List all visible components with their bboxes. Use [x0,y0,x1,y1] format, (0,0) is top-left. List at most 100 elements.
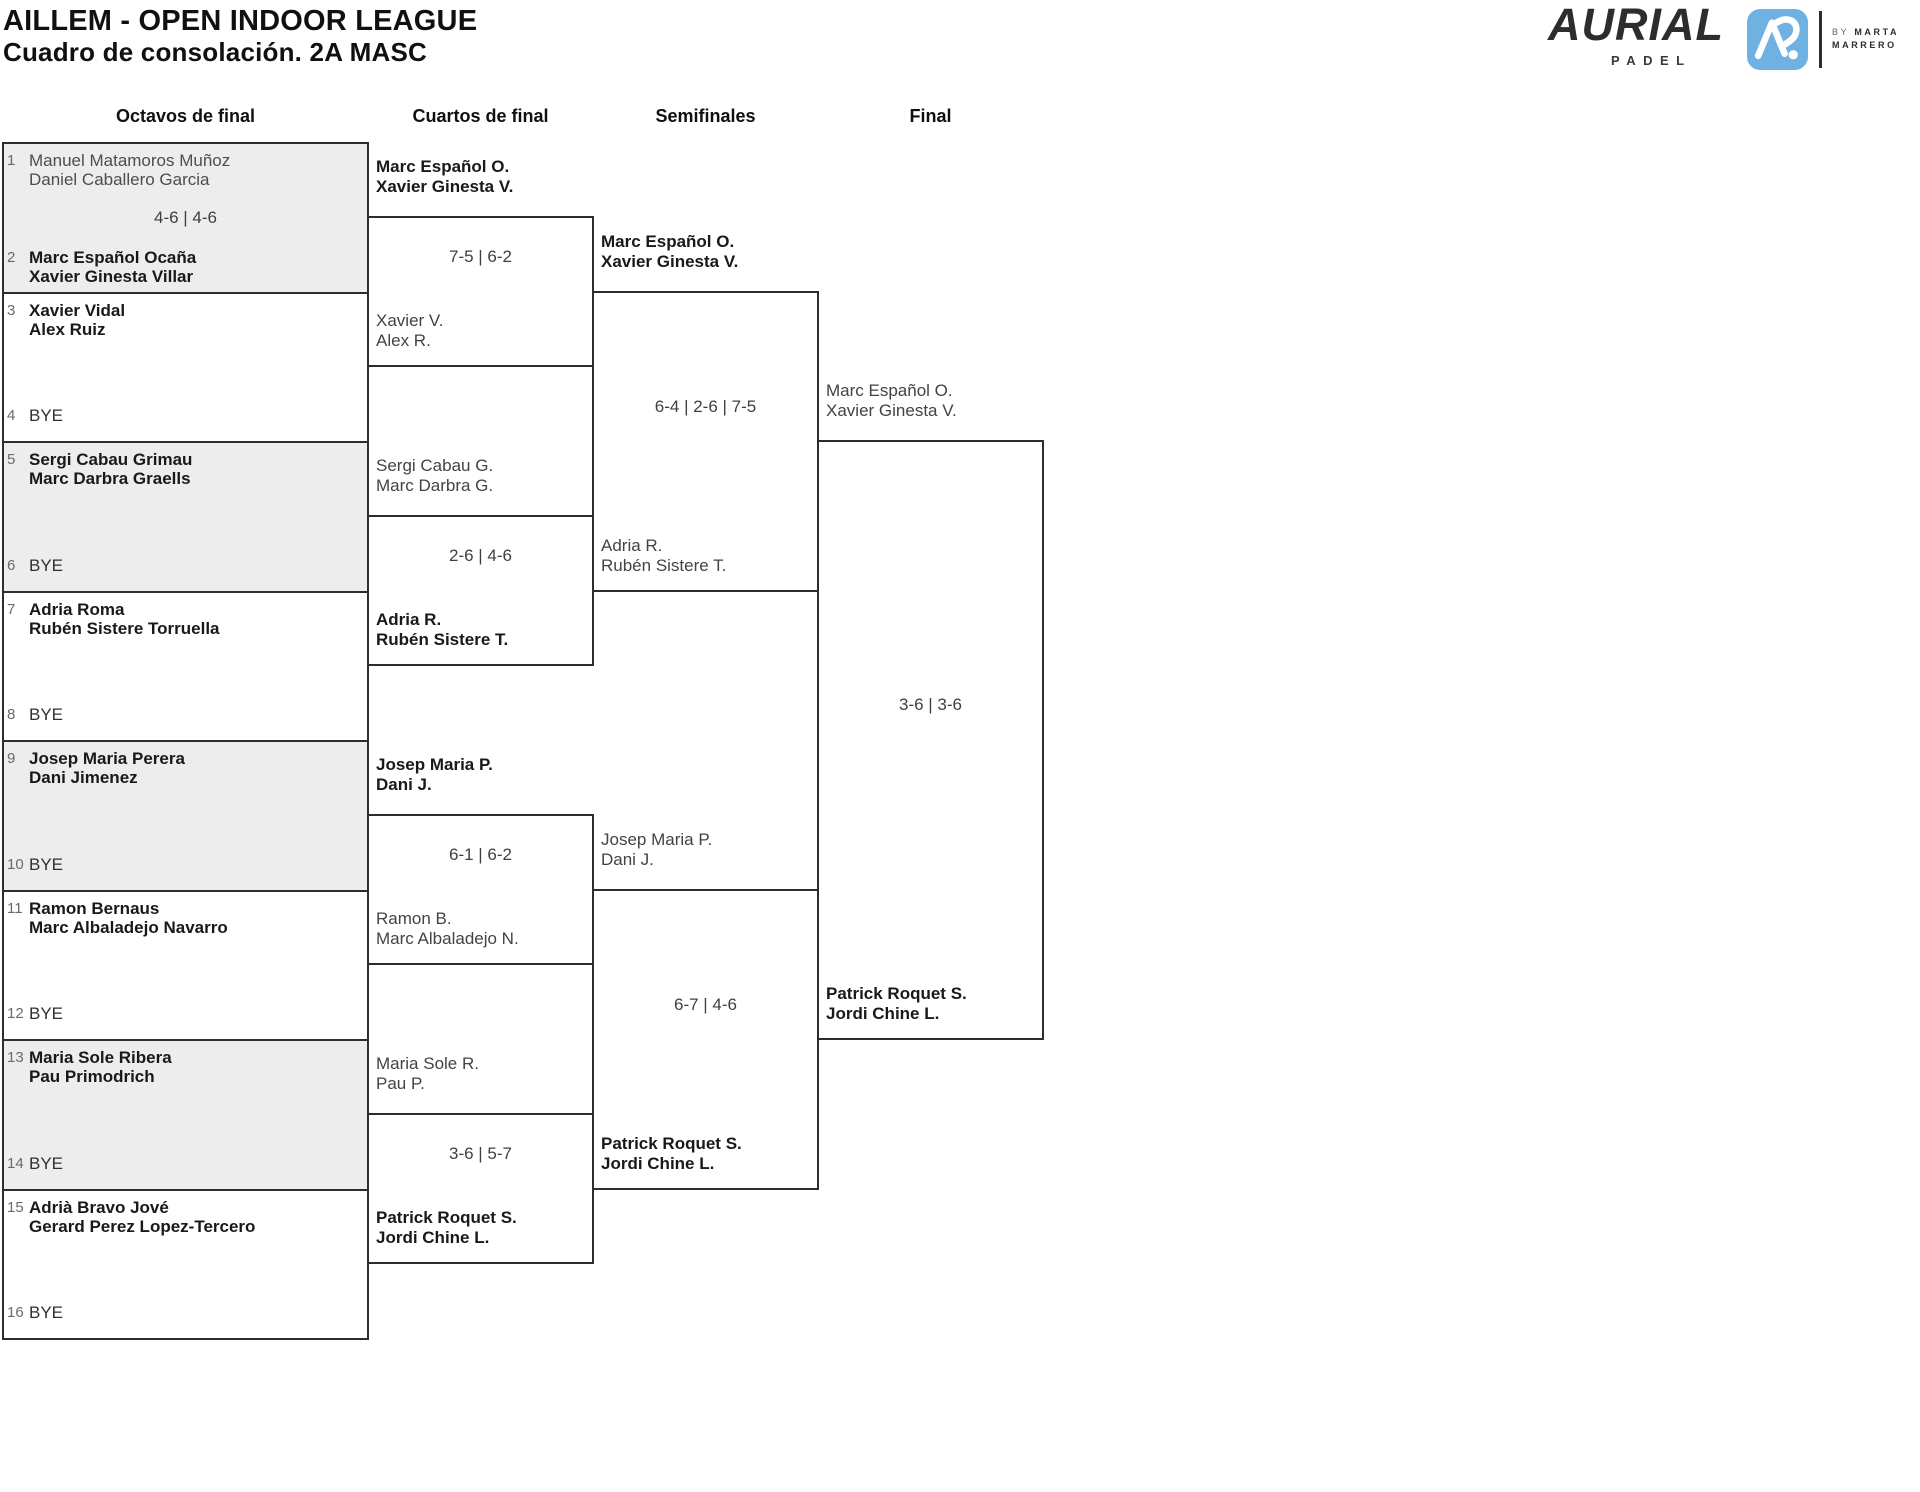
player-name: Jordi Chine L. [826,1004,940,1023]
page-subtitle: Cuadro de consolación. 2A MASC [3,37,427,67]
slot-number: 16 [7,1304,24,1321]
participant-label: Xavier V.Alex R. [376,311,591,351]
player-name: Alex R. [376,331,431,351]
round-header-octavos: Octavos de final [115,106,256,126]
player-name: Marc Darbra G. [376,475,494,495]
player-name: Josep Maria P. [376,754,493,774]
match-score: 7-5 | 6-2 [448,246,512,266]
match-score: 4-6 | 4-6 [153,207,217,227]
slot-number: 15 [7,1198,24,1216]
player-name: Marc Albaladejo N. [376,929,519,949]
match-score: 6-4 | 2-6 | 7-5 [654,396,757,416]
player-name: Ramon Bernaus [29,898,160,918]
player-name: Alex Ruiz [29,319,106,339]
round-header-final: Final [909,106,952,126]
slot-number: 14 [7,1154,24,1172]
player-name: Dani Jimenez [29,768,138,787]
player-name: Xavier Ginesta V. [376,176,514,196]
participant-label: Patrick Roquet S.Jordi Chine L. [601,1134,816,1174]
player-name: Marc Español Ocaña [29,247,197,267]
brand-wordmark-sub: PADEL [1611,53,1692,68]
participant-label: Patrick Roquet S.Jordi Chine L. [826,984,1041,1024]
player-name: BYE [29,406,64,425]
player-name: Rubén Sistere Torruella [29,618,220,638]
player-name: Gerard Perez Lopez-Tercero [29,1216,256,1236]
player-name: BYE [29,705,64,724]
match-score: 3-6 | 3-6 [898,695,962,714]
player-name: BYE [29,1004,64,1023]
player-name: Xavier Ginesta V. [601,251,739,271]
player-name: Sergi Cabau Grimau [29,450,193,469]
player-name: Ramon B. [376,909,452,929]
player-name: Marc Español O. [601,231,735,251]
player-name: Dani J. [376,774,432,794]
player-name: Xavier Ginesta V. [826,401,957,420]
round-header-cuartos: Cuartos de final [412,106,549,126]
player-name: Josep Maria Perera [29,749,185,768]
r16-slot-bye: 4 BYE [4,406,361,425]
participant-label: Adria R.Rubén Sistere T. [601,536,816,576]
slot-number: 2 [7,248,16,266]
player-pair: BYE [29,1004,63,1023]
player-name: BYE [29,555,64,575]
r16-slot-bye: 14 BYE [4,1154,361,1173]
match-box [817,440,1044,1040]
participant-label: Ramon B.Marc Albaladejo N. [376,909,591,949]
slot-number: 8 [7,706,16,723]
r16-slot-bye: 12 BYE [4,1004,361,1023]
player-name: Xavier V. [376,311,444,331]
participant-label: Marc Español O.Xavier Ginesta V. [376,157,591,197]
player-name: Adria R. [376,610,442,630]
match-score: 6-7 | 4-6 [673,994,737,1014]
slot-number: 7 [7,600,16,618]
participant-label: Josep Maria P.Dani J. [376,755,591,795]
participant-label: Marc Español O.Xavier Ginesta V. [826,381,1041,421]
player-pair: BYE [29,1154,63,1173]
logo-divider [1819,11,1822,68]
player-name: Rubén Sistere T. [376,630,509,650]
player-name: Dani J. [601,849,654,869]
slot-number: 12 [7,1005,24,1022]
slot-number: 11 [7,899,23,917]
player-name: Josep Maria P. [601,829,713,849]
slot-number: 3 [7,301,16,319]
slot-number: 1 [7,152,16,169]
brand-wordmark: AURIAL [1548,0,1724,50]
player-name: Jordi Chine L. [376,1228,490,1248]
player-name: Adria R. [601,535,663,555]
slot-number: 10 [7,855,24,873]
slot-number: 4 [7,407,16,424]
player-pair: BYE [29,705,63,724]
player-name: Pau P. [376,1073,425,1093]
participant-label: Sergi Cabau G.Marc Darbra G. [376,456,591,496]
match-score: 2-6 | 4-6 [448,545,512,565]
player-name: Pau Primodrich [29,1067,155,1086]
slot-number: 9 [7,750,16,767]
player-name: Xavier Vidal [29,300,126,320]
participant-label: Josep Maria P.Dani J. [601,830,816,870]
slot-number: 5 [7,451,16,468]
match-score: 3-6 | 5-7 [448,1143,512,1163]
